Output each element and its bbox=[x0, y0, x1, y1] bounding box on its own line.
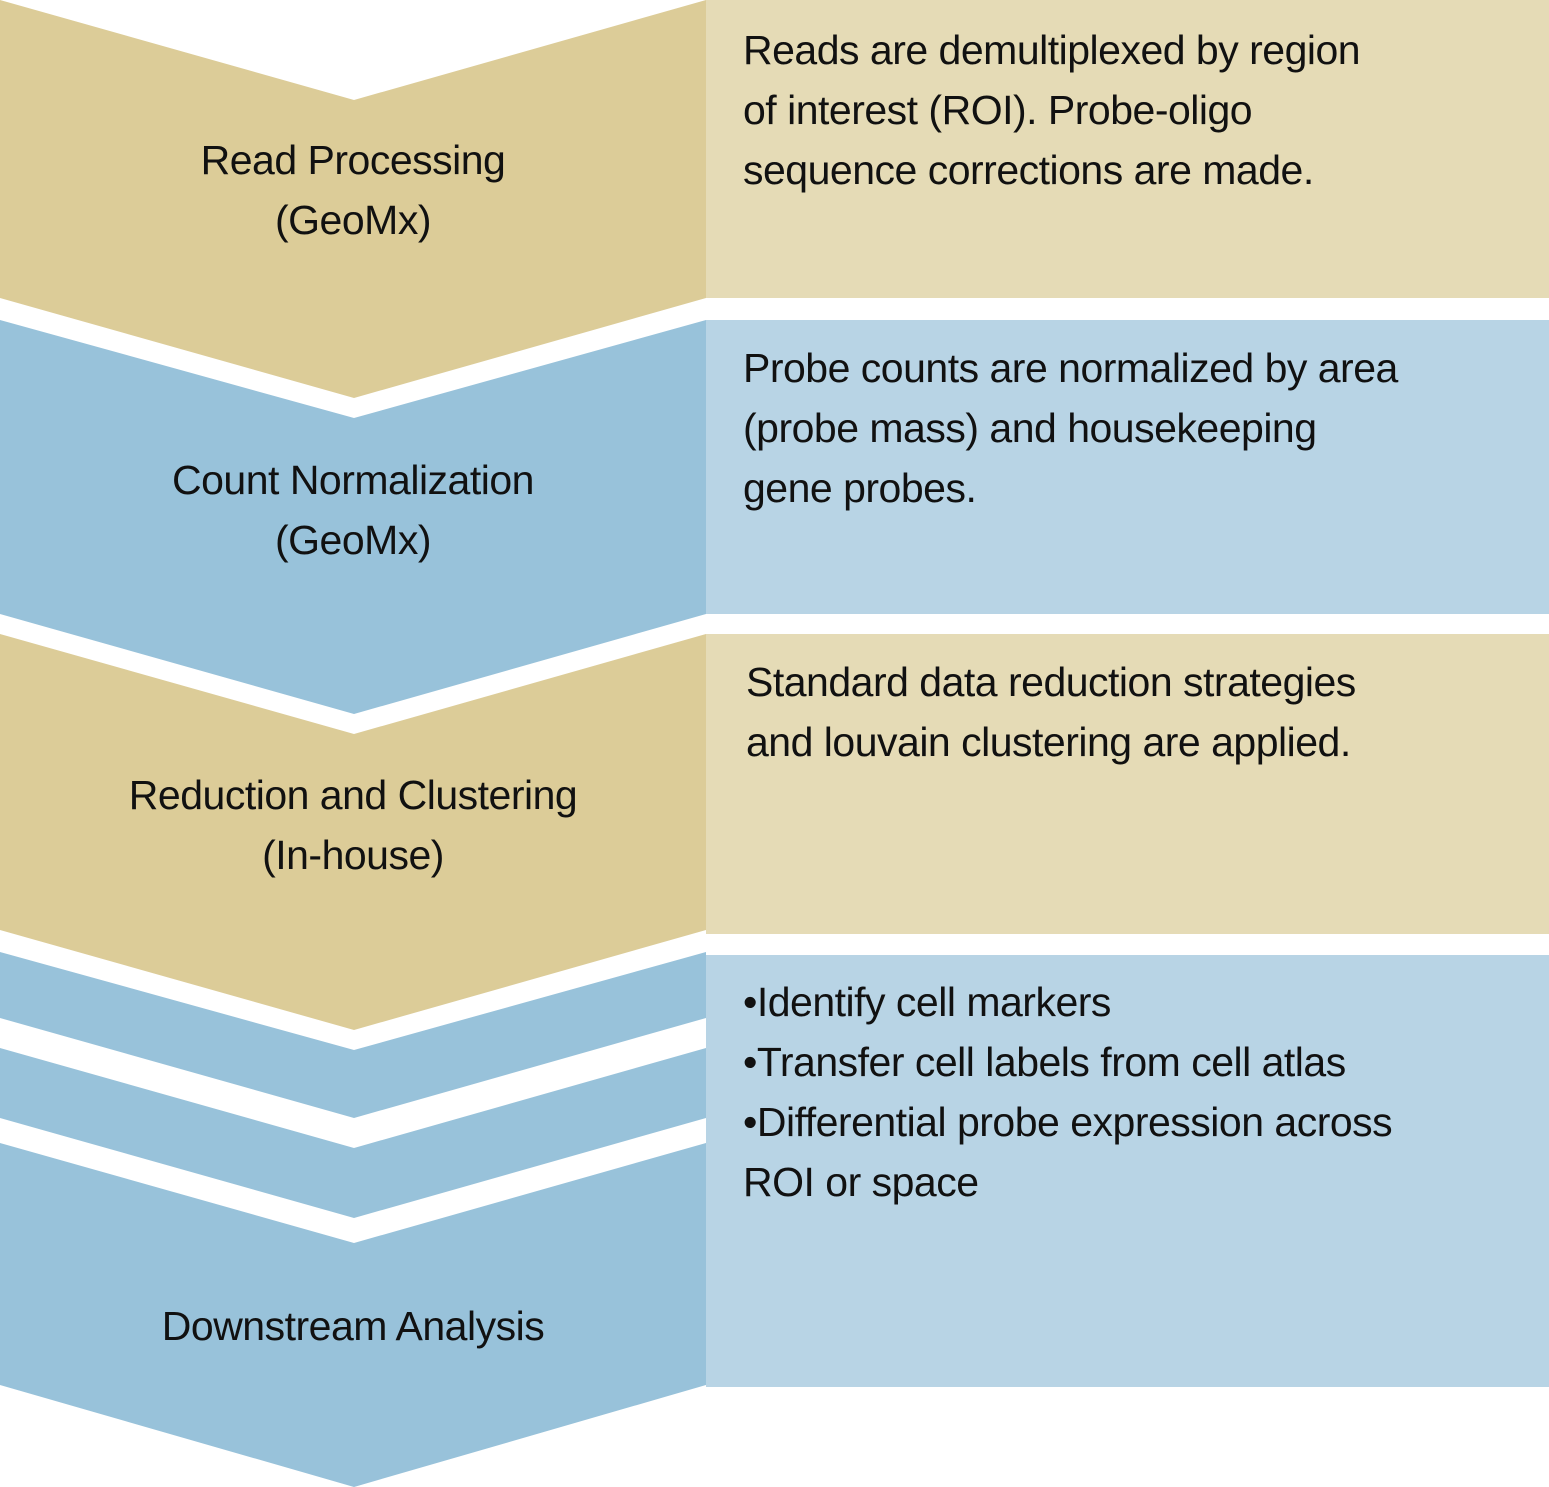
description-box-read-processing bbox=[706, 0, 1549, 298]
description-line: Reads are demultiplexed by region bbox=[743, 27, 1361, 73]
description-line: gene probes. bbox=[743, 465, 977, 511]
step-subtitle: (GeoMx) bbox=[275, 517, 431, 563]
description-downstream-analysis: •Identify cell markers •Transfer cell la… bbox=[706, 952, 1549, 1212]
description-line: Probe counts are normalized by area bbox=[743, 345, 1398, 391]
step-title: Reduction and Clustering bbox=[128, 772, 578, 818]
description-box-count-normalization bbox=[706, 320, 1549, 614]
description-line: (probe mass) and housekeeping bbox=[743, 405, 1317, 451]
description-line: sequence corrections are made. bbox=[743, 147, 1314, 193]
bullet-item: •Identify cell markers bbox=[743, 979, 1111, 1025]
step-label-read-processing: Read Processing (GeoMx) bbox=[0, 130, 706, 250]
chevron-reduction-clustering bbox=[0, 634, 706, 1030]
description-read-processing: Reads are demultiplexed by region of int… bbox=[706, 0, 1549, 200]
chevron-downstream-analysis bbox=[0, 1143, 706, 1487]
description-line: of interest (ROI). Probe-oligo bbox=[743, 87, 1253, 133]
bullet-item: •Differential probe expression across bbox=[743, 1099, 1393, 1145]
description-count-normalization: Probe counts are normalized by area (pro… bbox=[706, 318, 1549, 518]
step-title: Read Processing bbox=[200, 137, 506, 183]
description-line: and louvain clustering are applied. bbox=[746, 719, 1351, 765]
bullet-item-continuation: ROI or space bbox=[743, 1159, 979, 1205]
step-label-downstream-analysis: Downstream Analysis bbox=[0, 1296, 706, 1356]
chevron-downstream-stack-1 bbox=[0, 952, 706, 1118]
bullet-item: •Transfer cell labels from cell atlas bbox=[743, 1039, 1346, 1085]
description-box-reduction-clustering bbox=[706, 634, 1549, 934]
step-subtitle: (In-house) bbox=[262, 832, 444, 878]
step-title: Downstream Analysis bbox=[161, 1303, 545, 1349]
description-line: Standard data reduction strategies bbox=[746, 659, 1356, 705]
step-title: Count Normalization bbox=[172, 457, 534, 503]
step-subtitle: (GeoMx) bbox=[275, 197, 431, 243]
chevron-read-processing bbox=[0, 0, 706, 398]
chevron-count-normalization bbox=[0, 320, 706, 714]
step-label-reduction-clustering: Reduction and Clustering (In-house) bbox=[0, 765, 706, 885]
description-reduction-clustering: Standard data reduction strategies and l… bbox=[706, 632, 1549, 772]
step-label-count-normalization: Count Normalization (GeoMx) bbox=[0, 450, 706, 570]
description-box-downstream-analysis bbox=[706, 955, 1549, 1387]
chevron-downstream-stack-2 bbox=[0, 1048, 706, 1218]
